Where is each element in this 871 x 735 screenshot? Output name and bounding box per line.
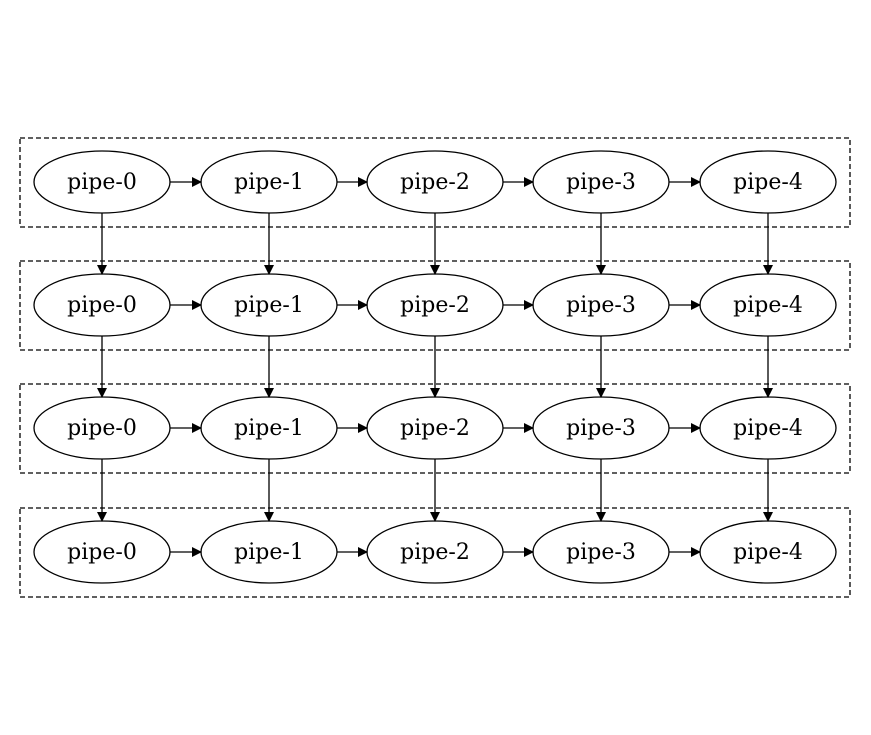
node-label: pipe-3	[566, 540, 636, 565]
node-ellipse	[200, 150, 338, 214]
node-label: pipe-4	[733, 170, 803, 195]
node-label: pipe-0	[67, 293, 137, 318]
node-ellipse	[699, 150, 837, 214]
cluster-row-0	[19, 137, 851, 228]
node-row0-col1: pipe-1	[200, 150, 338, 214]
node-row1-col1: pipe-1	[200, 273, 338, 337]
node-ellipse	[366, 396, 504, 460]
node-label: pipe-3	[566, 170, 636, 195]
node-row1-col4: pipe-4	[699, 273, 837, 337]
node-label: pipe-0	[67, 416, 137, 441]
cluster-row-3	[19, 507, 851, 598]
node-ellipse	[532, 520, 670, 584]
node-row2-col2: pipe-2	[366, 396, 504, 460]
node-label: pipe-2	[400, 293, 470, 318]
node-row1-col0: pipe-0	[33, 273, 171, 337]
node-label: pipe-1	[234, 170, 304, 195]
node-row3-col0: pipe-0	[33, 520, 171, 584]
node-label: pipe-0	[67, 540, 137, 565]
node-row2-col3: pipe-3	[532, 396, 670, 460]
node-ellipse	[699, 520, 837, 584]
node-row2-col1: pipe-1	[200, 396, 338, 460]
node-ellipse	[532, 150, 670, 214]
node-label: pipe-2	[400, 170, 470, 195]
node-row0-col2: pipe-2	[366, 150, 504, 214]
node-row0-col4: pipe-4	[699, 150, 837, 214]
node-ellipse	[33, 150, 171, 214]
node-row0-col3: pipe-3	[532, 150, 670, 214]
node-label: pipe-3	[566, 293, 636, 318]
node-label: pipe-0	[67, 170, 137, 195]
node-row2-col0: pipe-0	[33, 396, 171, 460]
node-row3-col3: pipe-3	[532, 520, 670, 584]
node-ellipse	[33, 396, 171, 460]
node-row1-col3: pipe-3	[532, 273, 670, 337]
node-label: pipe-3	[566, 416, 636, 441]
node-ellipse	[699, 273, 837, 337]
node-ellipse	[200, 396, 338, 460]
node-ellipse	[366, 273, 504, 337]
node-row3-col2: pipe-2	[366, 520, 504, 584]
node-ellipse	[366, 150, 504, 214]
node-ellipse	[200, 273, 338, 337]
node-label: pipe-1	[234, 540, 304, 565]
node-ellipse	[699, 396, 837, 460]
node-row3-col1: pipe-1	[200, 520, 338, 584]
node-ellipse	[33, 273, 171, 337]
node-label: pipe-4	[733, 293, 803, 318]
cluster-row-2	[19, 383, 851, 474]
node-ellipse	[33, 520, 171, 584]
node-label: pipe-2	[400, 540, 470, 565]
node-label: pipe-4	[733, 540, 803, 565]
node-row2-col4: pipe-4	[699, 396, 837, 460]
node-ellipse	[532, 273, 670, 337]
node-label: pipe-2	[400, 416, 470, 441]
node-row1-col2: pipe-2	[366, 273, 504, 337]
node-label: pipe-4	[733, 416, 803, 441]
node-row0-col0: pipe-0	[33, 150, 171, 214]
node-row3-col4: pipe-4	[699, 520, 837, 584]
node-label: pipe-1	[234, 293, 304, 318]
node-ellipse	[200, 520, 338, 584]
cluster-row-1	[19, 260, 851, 351]
node-ellipse	[366, 520, 504, 584]
node-ellipse	[532, 396, 670, 460]
node-label: pipe-1	[234, 416, 304, 441]
